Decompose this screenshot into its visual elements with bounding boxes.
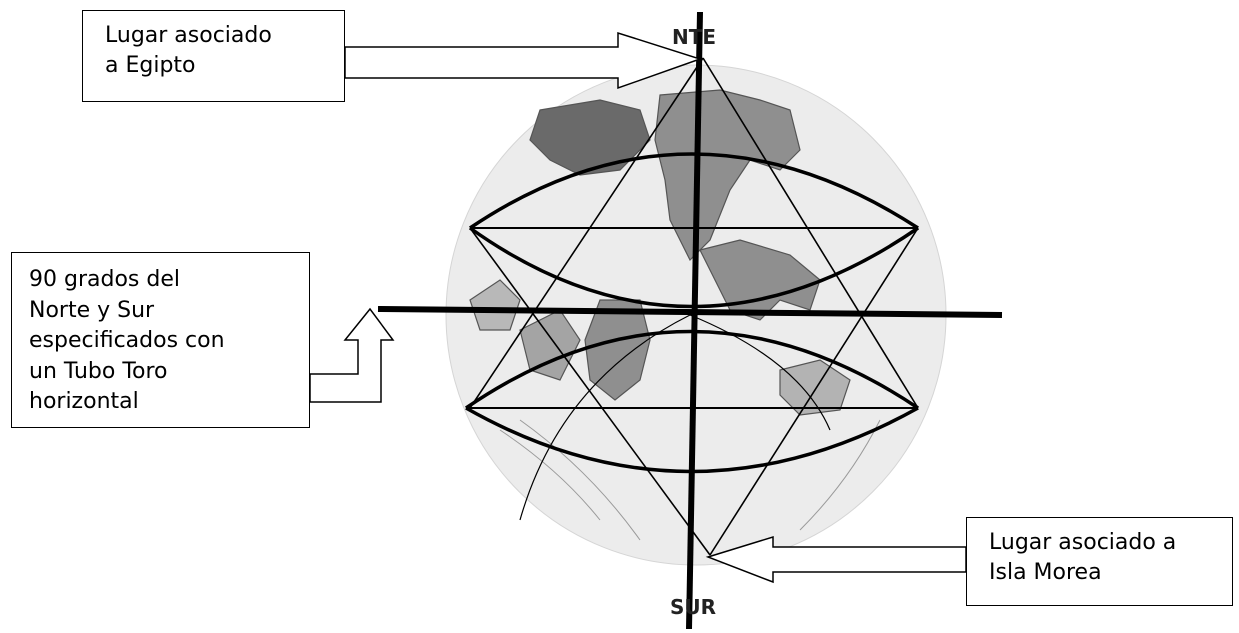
callout-morea: Lugar asociado a Isla Morea [966, 517, 1233, 606]
callout-egypt-line-2: a Egipto [105, 51, 344, 81]
callout-ninety-degrees: 90 grados del Norte y Sur especificados … [11, 252, 310, 428]
callout-egypt-line-1: Lugar asociado [105, 21, 344, 51]
callout-egypt: Lugar asociado a Egipto [82, 10, 345, 102]
callout-morea-line-1: Lugar asociado a [989, 528, 1232, 558]
callout-ninety-line-1: 90 grados del [29, 265, 309, 296]
callout-ninety-line-2: Norte y Sur [29, 296, 309, 327]
north-label: NTE [672, 25, 716, 49]
south-label: SUR [670, 595, 716, 619]
arrow-to-equator [310, 309, 393, 402]
callout-ninety-line-5: horizontal [29, 387, 309, 418]
callout-ninety-line-3: especificados con [29, 326, 309, 357]
callout-morea-line-2: Isla Morea [989, 558, 1232, 588]
callout-ninety-line-4: un Tubo Toro [29, 357, 309, 388]
